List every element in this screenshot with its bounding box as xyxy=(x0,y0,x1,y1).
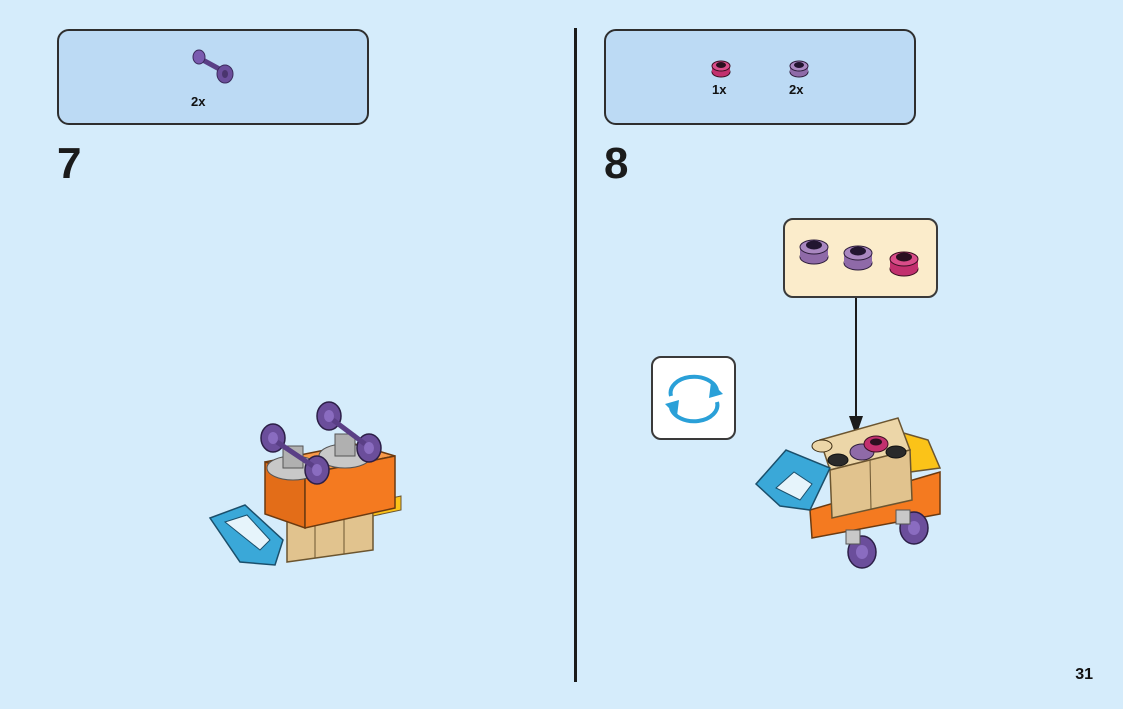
lavender-round-plate-icon xyxy=(789,60,809,78)
sub-assembly-callout xyxy=(783,218,938,298)
placement-arrow xyxy=(849,298,863,436)
part-count: 2x xyxy=(789,82,804,97)
step-number: 8 xyxy=(604,139,629,188)
magenta-round-plate-icon xyxy=(889,251,919,277)
part-count: 1x xyxy=(712,82,727,97)
purple-axle-wheel-icon xyxy=(192,49,234,84)
step-8-parts-box: 1x 2x xyxy=(604,29,916,125)
part-count: 2x xyxy=(191,94,206,109)
magenta-round-plate-icon xyxy=(711,60,731,78)
step-number: 7 xyxy=(57,139,82,188)
step-7-model-illustration xyxy=(208,401,402,566)
page-number: 31 xyxy=(1075,666,1093,683)
lavender-round-plate-icon xyxy=(843,245,873,271)
lavender-round-plate-icon xyxy=(799,239,829,265)
step-8-model-illustration xyxy=(754,417,942,569)
rotate-arrows-icon xyxy=(665,374,723,424)
rotate-model-indicator xyxy=(651,356,736,440)
step-7-parts-box: 2x xyxy=(57,29,369,125)
page-divider xyxy=(574,28,577,682)
